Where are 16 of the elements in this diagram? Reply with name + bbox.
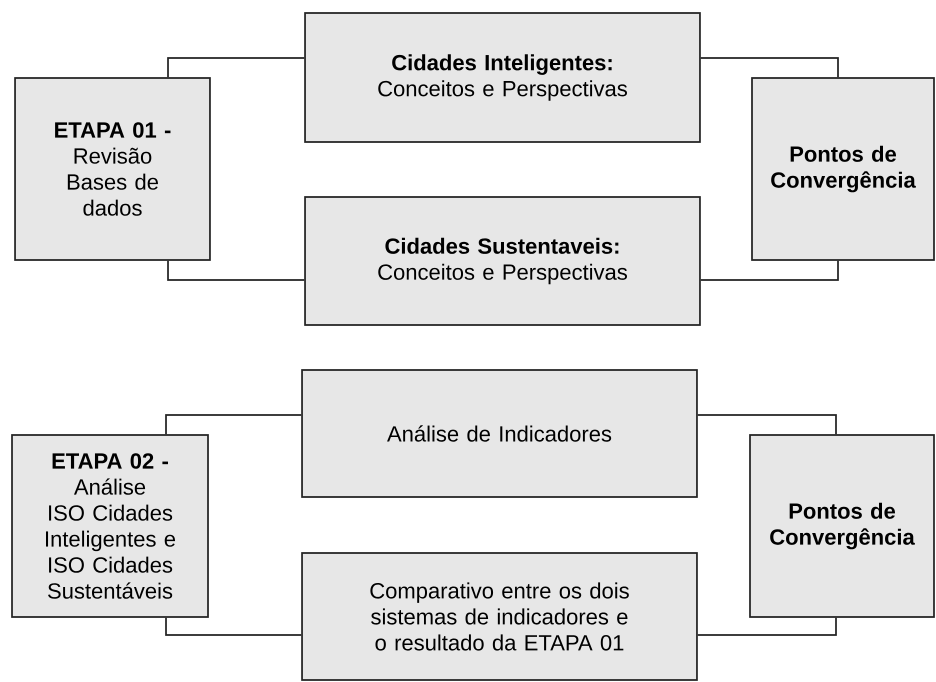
- process-box: Pontos de Convergência: [749, 434, 935, 618]
- process-box: Análise de Indicadores: [301, 369, 698, 498]
- process-box: Comparativo entre os dois sistemas de indicadores e o resultado da ETAPA 01: [301, 552, 698, 681]
- process-box: Pontos de Convergência: [751, 77, 935, 261]
- connector-line: [167, 57, 304, 78]
- connector-line: [700, 57, 839, 78]
- process-box: ETAPA 01 - Revisão Bases de dados: [14, 77, 211, 261]
- process-box: Cidades Sustentaveis: Conceitos e Perspectivas: [304, 196, 701, 326]
- connector-line: [167, 260, 304, 281]
- connector-line: [165, 414, 302, 434]
- connector-line: [700, 260, 839, 281]
- process-box: Cidades Inteligentes: Conceitos e Perspectivas: [304, 12, 701, 143]
- connector-line: [698, 414, 837, 434]
- connector-line: [165, 618, 302, 636]
- process-box: ETAPA 02 - Análise ISO Cidades Inteligentes e ISO Cidades Sustentáveis: [11, 434, 209, 618]
- connector-line: [698, 618, 837, 636]
